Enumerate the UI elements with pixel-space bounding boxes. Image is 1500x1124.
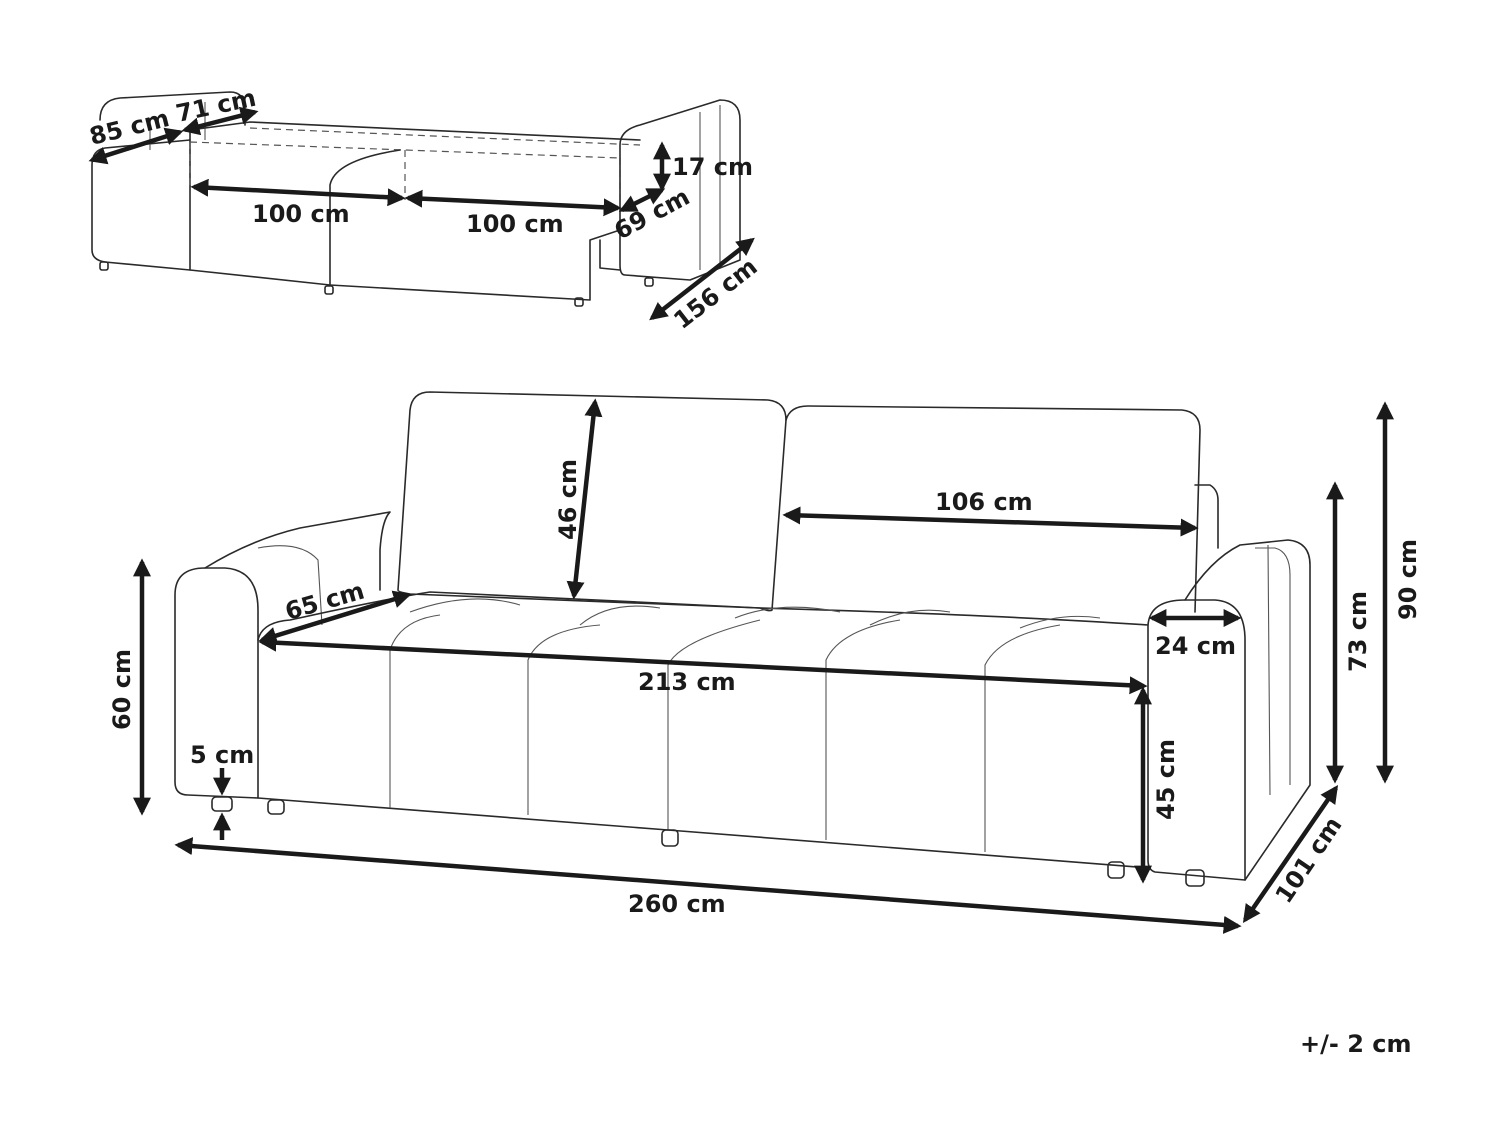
- label-mattress-height: 17 cm: [672, 153, 753, 181]
- label-total-width: 260 cm: [628, 890, 726, 918]
- label-seat-width: 213 cm: [638, 668, 736, 696]
- label-leg-height: 5 cm: [190, 741, 254, 769]
- label-total-height: 90 cm: [1394, 539, 1422, 620]
- label-height-73: 73 cm: [1344, 591, 1372, 672]
- label-backrest-height: 46 cm: [554, 459, 582, 540]
- label-seat-height: 45 cm: [1152, 739, 1180, 820]
- label-arm-width: 24 cm: [1155, 632, 1236, 660]
- label-cushion-width: 106 cm: [935, 488, 1033, 516]
- label-bed-right: 100 cm: [466, 210, 564, 238]
- tolerance-note: +/- 2 cm: [1300, 1030, 1411, 1058]
- label-bed-left: 100 cm: [252, 200, 350, 228]
- label-arm-height: 60 cm: [108, 649, 136, 730]
- sofa-dimension-arrows: [133, 398, 1394, 934]
- sofa-drawing: [174, 391, 1311, 887]
- label-arm-depth: 85 cm: [87, 104, 172, 151]
- sofa-bed-dimension-arrows: [88, 106, 755, 321]
- label-arm-inner: 69 cm: [610, 183, 695, 246]
